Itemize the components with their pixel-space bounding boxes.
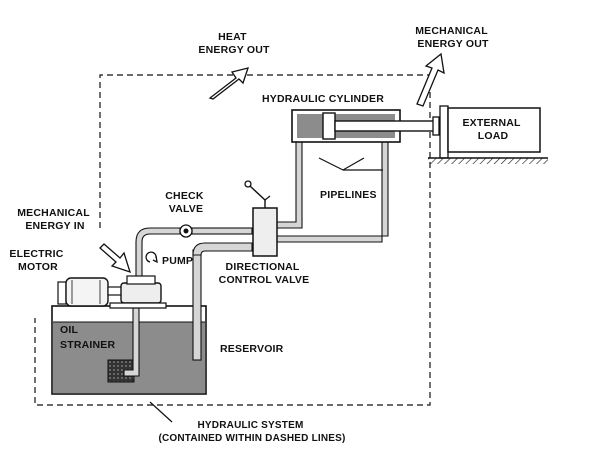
strainer-label: STRAINER: [60, 339, 115, 351]
mechanical-energy-in-label: MECHANICAL ENERGY IN: [17, 207, 93, 232]
reservoir-label: RESERVOIR: [220, 343, 284, 355]
system-boundary: [34, 74, 431, 406]
mechanical-energy-in-arrow: [99, 243, 132, 274]
return-pipe: [192, 249, 202, 361]
electric-motor: [57, 277, 123, 307]
oil-label: OIL: [60, 324, 78, 336]
mechanical-energy-out-label: MECHANICAL ENERGY OUT: [415, 25, 491, 50]
directional-control-valve-label: DIRECTIONAL CONTROL VALVE: [219, 261, 310, 286]
heat-energy-out-label: HEAT ENERGY OUT: [198, 31, 270, 56]
pump: [109, 275, 167, 309]
pressure-pipe-to-valve: [191, 227, 253, 235]
hydraulic-cylinder: [291, 109, 440, 143]
pump-label: PUMP: [162, 255, 193, 267]
hydraulic-system-label: HYDRAULIC SYSTEM (CONTAINED WITHIN DASHE…: [158, 420, 345, 444]
electric-motor-label: ELECTRIC MOTOR: [9, 248, 66, 273]
external-load: [428, 105, 548, 164]
check-valve-label: CHECK VALVE: [165, 190, 206, 215]
hydraulic-system-leader: [149, 401, 173, 423]
return-line: [192, 242, 253, 256]
pipelines-leader: [318, 157, 383, 171]
check-valve: [179, 224, 193, 238]
directional-control-valve: [244, 180, 278, 257]
pipelines-label: PIPELINES: [320, 189, 377, 201]
external-load-label: EXTERNAL LOAD: [462, 117, 523, 142]
pump-rotation-icon: [145, 251, 158, 264]
heat-energy-out-arrow: [208, 67, 249, 100]
mechanical-energy-out-arrow: [416, 52, 445, 107]
hydraulic-cylinder-label: HYDRAULIC CYLINDER: [262, 93, 384, 105]
pipeline-upper: [275, 129, 313, 229]
